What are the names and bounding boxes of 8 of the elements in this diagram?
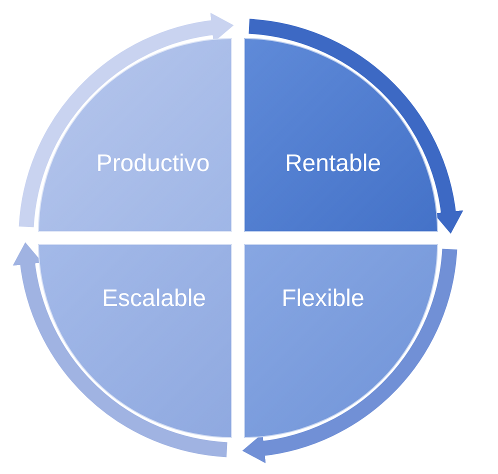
curved-arrow — [242, 248, 458, 463]
quadrant-label: Flexible — [282, 285, 364, 313]
curved-arrow — [18, 13, 234, 228]
curved-arrow — [248, 18, 463, 234]
curved-arrow — [13, 242, 228, 458]
quadrant-label: Escalable — [102, 285, 206, 313]
quadrant-label: Productivo — [96, 150, 210, 178]
quadrant-label: Rentable — [284, 150, 382, 178]
